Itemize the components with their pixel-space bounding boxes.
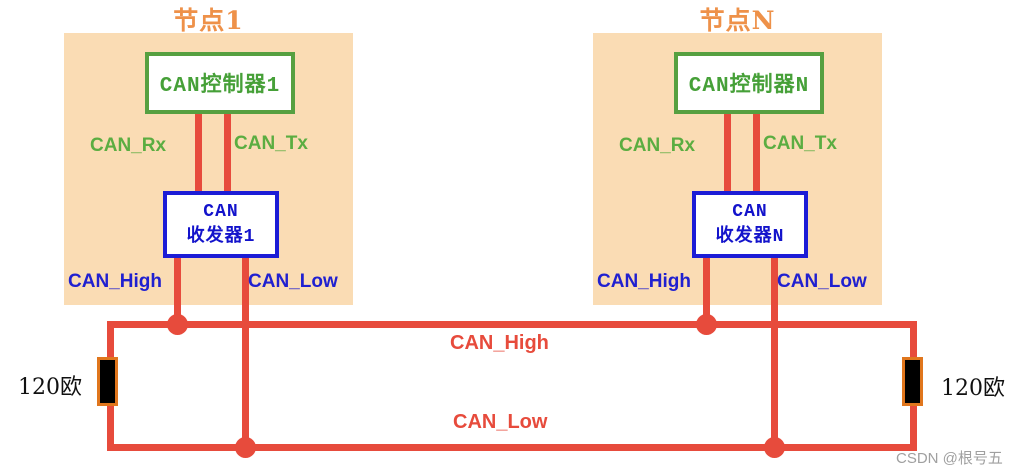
- node-1-can-low-label: CAN_Low: [248, 271, 338, 292]
- node-1-group: 节点1 CAN控制器1 CAN 收发器1 CAN_Rx CAN_Tx CAN_H…: [64, 0, 353, 473]
- node-1-can-transceiver-label-line1: CAN: [203, 202, 239, 223]
- node-n-can-transceiver-label-line1: CAN: [732, 202, 768, 223]
- can-low-bus-line: [107, 444, 917, 451]
- node-1-can-tx-wire: [224, 113, 231, 193]
- node-n-can-rx-label: CAN_Rx: [619, 135, 696, 156]
- node-1-title: 节点1: [173, 6, 244, 35]
- can-high-bus-line: [107, 321, 917, 328]
- node-1-can-transceiver-box: CAN 收发器1: [163, 191, 279, 258]
- node-n-can-controller-box: CAN控制器N: [674, 52, 824, 114]
- node-1-can-low-wire: [242, 255, 249, 451]
- node-1-can-tx-label: CAN_Tx: [234, 133, 308, 154]
- node-1-can-high-wire: [174, 255, 181, 325]
- node-n-can-controller-label: CAN控制器N: [688, 75, 810, 98]
- node-1-can-controller-box: CAN控制器1: [145, 52, 295, 114]
- node-n-can-rx-wire: [724, 113, 731, 193]
- node-n-can-tx-wire: [753, 113, 760, 193]
- node-n-can-tx-label: CAN_Tx: [763, 133, 837, 154]
- node-1-can-high-label: CAN_High: [68, 271, 162, 292]
- junction-dot-noden-low: [764, 437, 785, 458]
- node-n-can-transceiver-label-line2: 收发器N: [715, 226, 785, 247]
- node-n-can-low-wire: [771, 255, 778, 451]
- can-low-bus-label: CAN_Low: [453, 411, 548, 433]
- can-high-bus-label: CAN_High: [450, 332, 549, 354]
- junction-dot-node1-low: [235, 437, 256, 458]
- node-n-group: 节点N CAN控制器N CAN 收发器N CAN_Rx CAN_Tx CAN_H…: [593, 0, 882, 473]
- node-n-can-transceiver-box: CAN 收发器N: [692, 191, 808, 258]
- left-resistor-value-label: 120欧: [18, 375, 82, 400]
- node-n-can-low-label: CAN_Low: [777, 271, 867, 292]
- junction-dot-noden-high: [696, 314, 717, 335]
- terminating-resistor-left: [97, 357, 118, 406]
- node-1-can-transceiver-label-line2: 收发器1: [186, 226, 256, 247]
- junction-dot-node1-high: [167, 314, 188, 335]
- terminating-resistor-right: [902, 357, 923, 406]
- node-n-can-high-label: CAN_High: [597, 271, 691, 292]
- node-1-can-rx-wire: [195, 113, 202, 193]
- right-resistor-value-label: 120欧: [941, 376, 1005, 401]
- node-n-can-high-wire: [703, 255, 710, 325]
- node-1-can-controller-label: CAN控制器1: [159, 75, 281, 98]
- csdn-watermark: CSDN @根号五: [896, 450, 1003, 467]
- node-n-title: 节点N: [699, 6, 776, 35]
- node-1-can-rx-label: CAN_Rx: [90, 135, 167, 156]
